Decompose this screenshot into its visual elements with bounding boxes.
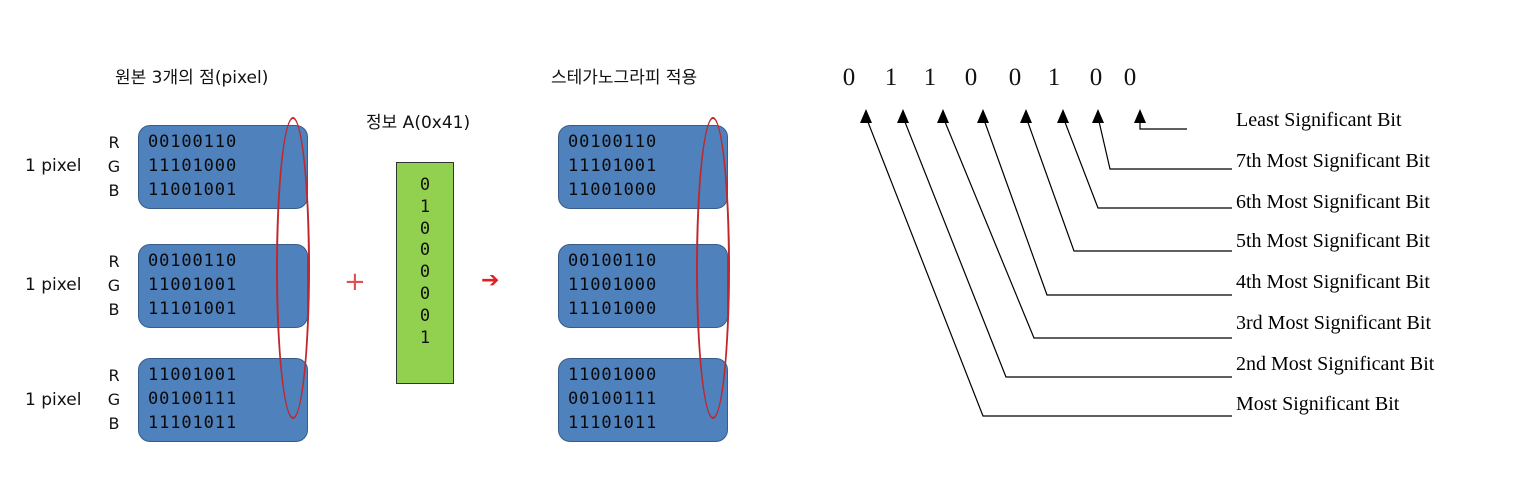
original-pixels-title: 원본 3개의 점(pixel) — [115, 68, 269, 88]
info-bit: 0 — [419, 218, 431, 239]
channel-r-label: R — [108, 133, 120, 152]
b-bits: 11101011 — [568, 413, 658, 433]
r-bits: 00100110 — [148, 251, 238, 271]
arrowhead-icon — [977, 109, 989, 123]
bit-label-6th: 6th Most Significant Bit — [1236, 191, 1430, 213]
g-bits: 11001001 — [148, 275, 238, 295]
binary-digit: 1 — [1047, 64, 1061, 91]
g-bits: 00100111 — [568, 389, 658, 409]
connector-line — [865, 116, 1232, 417]
original-pixel-block: 11001001 00100111 11101011 — [138, 358, 308, 442]
pixel-bits: 00100110 11101000 11001001 — [148, 130, 237, 202]
lsb-highlight-oval — [276, 117, 310, 419]
channel-b-label: B — [108, 300, 120, 319]
channel-r-label: R — [108, 252, 120, 271]
channel-r-label: R — [108, 366, 120, 385]
info-bit: 0 — [419, 283, 431, 304]
g-bits: 11101000 — [148, 156, 238, 176]
r-bits: 11001001 — [148, 365, 238, 385]
plus-symbol: + — [344, 267, 366, 297]
arrowhead-icon — [1057, 109, 1069, 123]
binary-digit: 0 — [1089, 64, 1103, 91]
r-bits: 11001000 — [568, 365, 658, 385]
binary-digit: 0 — [1123, 64, 1137, 91]
bit-label-2nd: 2nd Most Significant Bit — [1236, 353, 1435, 375]
info-bit: 0 — [419, 175, 431, 195]
arrowhead-icon — [860, 109, 872, 123]
info-title: 정보 A(0x41) — [366, 113, 471, 133]
b-bits: 11001001 — [148, 180, 238, 200]
binary-digit: 1 — [923, 64, 937, 91]
pixel-bits: 11001000 00100111 11101011 — [568, 363, 657, 435]
info-bit: 0 — [419, 305, 431, 326]
pixel-bits: 11001001 00100111 11101011 — [148, 363, 237, 435]
channel-b-label: B — [108, 181, 120, 200]
b-bits: 11101000 — [568, 299, 658, 319]
connector-line — [1025, 116, 1232, 252]
r-bits: 00100110 — [568, 251, 658, 271]
r-bits: 00100110 — [568, 132, 658, 152]
bit-label-7th: 7th Most Significant Bit — [1236, 150, 1430, 172]
lsb-highlight-oval — [696, 117, 730, 419]
pixel-label: 1 pixel — [25, 156, 82, 176]
applied-pixel-block: 11001000 00100111 11101011 — [558, 358, 728, 442]
binary-digit: 0 — [842, 64, 856, 91]
pixel-bits: 00100110 11001000 11101000 — [568, 249, 657, 321]
b-bits: 11101001 — [148, 299, 238, 319]
info-bit: 1 — [419, 327, 431, 348]
arrowhead-icon — [1020, 109, 1032, 123]
channel-b-label: B — [108, 414, 120, 433]
binary-digit: 0 — [1008, 64, 1022, 91]
pixel-bits: 00100110 11101001 11001000 — [568, 130, 657, 202]
channel-g-label: G — [107, 390, 121, 409]
connector-line — [1139, 117, 1187, 130]
g-bits: 11101001 — [568, 156, 658, 176]
bit-label-3rd: 3rd Most Significant Bit — [1236, 312, 1431, 334]
pixel-bits: 00100110 11001001 11101001 — [148, 249, 237, 321]
connector-line — [1062, 116, 1232, 209]
pixel-label: 1 pixel — [25, 275, 82, 295]
arrowhead-icon — [937, 109, 949, 123]
bit-label-msb: Most Significant Bit — [1236, 393, 1400, 415]
arrowhead-icon — [1134, 109, 1146, 123]
right-arrow-icon: ➔ — [481, 268, 500, 293]
g-bits: 11001000 — [568, 275, 658, 295]
connector-line — [942, 116, 1232, 339]
r-bits: 00100110 — [148, 132, 238, 152]
info-bit: 0 — [419, 262, 431, 283]
connector-line — [982, 116, 1232, 296]
bit-label-5th: 5th Most Significant Bit — [1236, 230, 1430, 252]
b-bits: 11001000 — [568, 180, 658, 200]
b-bits: 11101011 — [148, 413, 238, 433]
g-bits: 00100111 — [148, 389, 238, 409]
connector-line — [1097, 116, 1232, 170]
bit-label-4th: 4th Most Significant Bit — [1236, 271, 1430, 293]
info-bit: 1 — [419, 196, 431, 217]
info-bit: 0 — [419, 240, 431, 261]
pixel-label: 1 pixel — [25, 390, 82, 410]
channel-g-label: G — [107, 276, 121, 295]
binary-digit: 1 — [884, 64, 898, 91]
arrowhead-icon — [1092, 109, 1104, 123]
channel-g-label: G — [107, 157, 121, 176]
bit-label-lsb: Least Significant Bit — [1236, 109, 1402, 131]
binary-digit: 0 — [964, 64, 978, 91]
steganography-applied-title: 스테가노그라피 적용 — [551, 68, 698, 88]
arrowhead-icon — [897, 109, 909, 123]
connector-line — [902, 116, 1232, 378]
